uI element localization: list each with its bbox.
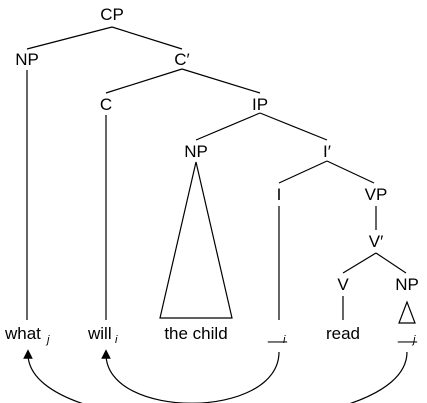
leaf-the-child: the child xyxy=(164,324,227,343)
arrow-trace-j-to-what xyxy=(23,349,408,403)
node-labels: CP NP C′ C IP NP I′ I VP V′ V NP xyxy=(15,5,419,294)
node-c-bar: C′ xyxy=(174,50,189,69)
node-cp: CP xyxy=(100,5,124,24)
edge-vbar-v xyxy=(342,252,377,274)
leaf-read: read xyxy=(326,324,360,343)
leaf-trace-i: __ xyxy=(267,324,287,343)
edge-cp-cbar xyxy=(111,26,183,50)
leaf-what: what xyxy=(4,324,41,343)
arrow-trace-i-to-will xyxy=(101,349,280,403)
node-c: C xyxy=(100,95,112,114)
node-v: V xyxy=(337,275,349,294)
leaf-trace-j-index: j xyxy=(411,334,416,346)
edge-ip-np xyxy=(195,112,261,141)
edge-cbar-ip xyxy=(181,68,261,94)
edge-ip-ibar xyxy=(259,112,328,141)
tree-edges xyxy=(26,26,416,324)
edge-ibar-i xyxy=(278,160,328,184)
node-v-bar: V′ xyxy=(369,232,384,251)
node-np-spec: NP xyxy=(15,50,39,69)
np-object-triangle xyxy=(398,300,416,324)
leaf-labels: what j will i the child __ i read __ j xyxy=(4,324,417,346)
leaf-what-index: j xyxy=(45,334,50,346)
edge-cbar-c xyxy=(105,68,183,94)
edge-ibar-vp xyxy=(326,160,375,184)
node-vp: VP xyxy=(365,185,388,204)
node-i: I xyxy=(277,185,282,204)
edge-cp-np xyxy=(26,26,113,50)
node-i-bar: I′ xyxy=(323,142,331,161)
np-subject-triangle xyxy=(159,161,233,319)
leaf-will: will xyxy=(87,324,112,343)
node-ip: IP xyxy=(252,95,268,114)
leaf-trace-j: __ xyxy=(397,324,417,343)
node-np-object: NP xyxy=(395,275,419,294)
node-np-subject: NP xyxy=(184,142,208,161)
leaf-trace-i-index: i xyxy=(283,334,286,346)
leaf-will-index: i xyxy=(115,334,118,346)
edge-vbar-np xyxy=(375,252,407,274)
movement-arrows xyxy=(23,349,408,403)
